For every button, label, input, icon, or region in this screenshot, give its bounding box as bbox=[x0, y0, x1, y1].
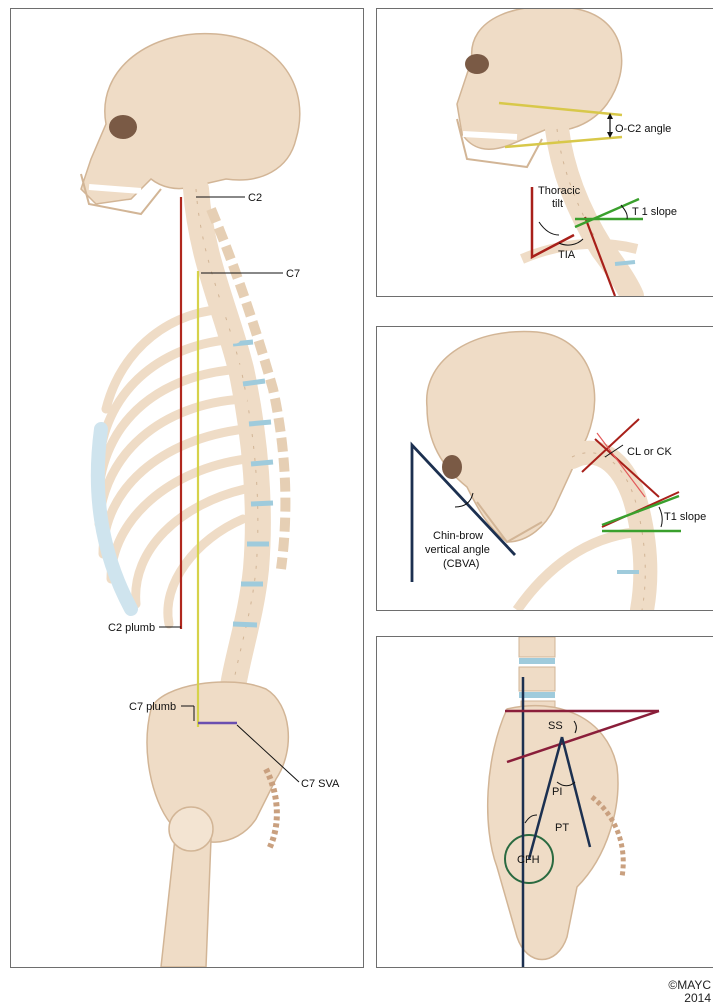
c7-plumb-label: C7 plumb bbox=[129, 701, 176, 713]
cbva-illustration: CL or CK T1 slope Chin-brow vertical ang… bbox=[377, 327, 713, 610]
oc2-angle-label: O-C2 angle bbox=[615, 123, 671, 135]
panel-cervical-parameters: O-C2 angle Thoracic tilt T 1 slope TIA bbox=[376, 8, 713, 297]
cl-ck-label: CL or CK bbox=[627, 446, 672, 458]
tia-label: TIA bbox=[558, 249, 576, 261]
pelvis-parameters-illustration: SS PI PT CFH bbox=[377, 637, 713, 967]
c2-plumb-label: C2 plumb bbox=[108, 622, 155, 634]
t1-slope-label-cbva: T1 slope bbox=[664, 511, 706, 523]
cbva-label-2: vertical angle bbox=[425, 544, 490, 556]
thoracic-tilt-label-2: tilt bbox=[552, 198, 563, 210]
pi-label: PI bbox=[552, 786, 562, 798]
full-spine-illustration: C2 C7 C2 plumb C7 plumb C7 SVA bbox=[11, 9, 363, 967]
cbva-label-1: Chin-brow bbox=[433, 530, 483, 542]
rib-cage bbox=[98, 309, 246, 624]
flexed-skull-illustration bbox=[427, 331, 595, 542]
t1-slope-arc-cbva bbox=[659, 507, 662, 527]
t1-slope-label: T 1 slope bbox=[632, 206, 677, 218]
c2-label: C2 bbox=[248, 192, 262, 204]
pelvis-illustration bbox=[147, 682, 288, 967]
vertebral-column bbox=[196, 189, 285, 699]
c7-sva-label: C7 SVA bbox=[301, 778, 340, 790]
panel-full-spine: C2 C7 C2 plumb C7 plumb C7 SVA bbox=[10, 8, 364, 968]
thoracic-tilt-label-1: Thoracic bbox=[538, 185, 581, 197]
pt-label: PT bbox=[555, 822, 569, 834]
cfh-label: CFH bbox=[517, 854, 540, 866]
cervical-illustration: O-C2 angle Thoracic tilt T 1 slope TIA bbox=[377, 9, 713, 296]
panel-pelvic-parameters: SS PI PT CFH bbox=[376, 636, 713, 968]
panel-cbva: CL or CK T1 slope Chin-brow vertical ang… bbox=[376, 326, 713, 611]
ss-label: SS bbox=[548, 720, 563, 732]
c7-label: C7 bbox=[286, 268, 300, 280]
cervical-vertebrae bbox=[522, 129, 637, 296]
thoracic-tilt-arc bbox=[539, 222, 559, 235]
copyright-line-2: 2014 bbox=[668, 992, 711, 1005]
lumbar-vertebrae bbox=[519, 637, 555, 715]
copyright-notice: ©MAYC 2014 bbox=[668, 979, 711, 1005]
cbva-label-3: (CBVA) bbox=[443, 558, 479, 570]
